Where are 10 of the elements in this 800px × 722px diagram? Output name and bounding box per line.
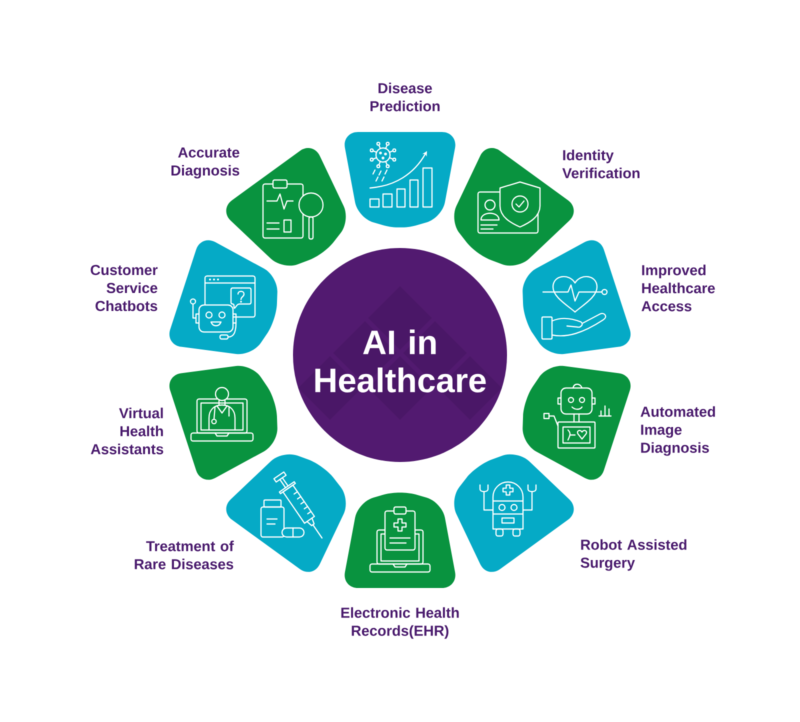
petal-label: Treatment of Rare Diseases <box>134 540 234 570</box>
petal-label: Accurate Diagnosis <box>171 147 240 179</box>
petal-label: Electronic Health Records(EHR) <box>341 607 459 639</box>
petal-label: Customer Service Chatbots <box>90 264 158 312</box>
petal-label: Virtual Health Assistants <box>90 408 164 454</box>
petal-label: Robot Assisted Surgery <box>580 539 686 571</box>
petal-label: Automated Image Diagnosis <box>640 406 715 456</box>
petal-label: Improved Healthcare Access <box>642 264 715 312</box>
petal-label: Identity Verification <box>562 150 640 178</box>
petal-label: Disease Prediction <box>370 82 440 112</box>
